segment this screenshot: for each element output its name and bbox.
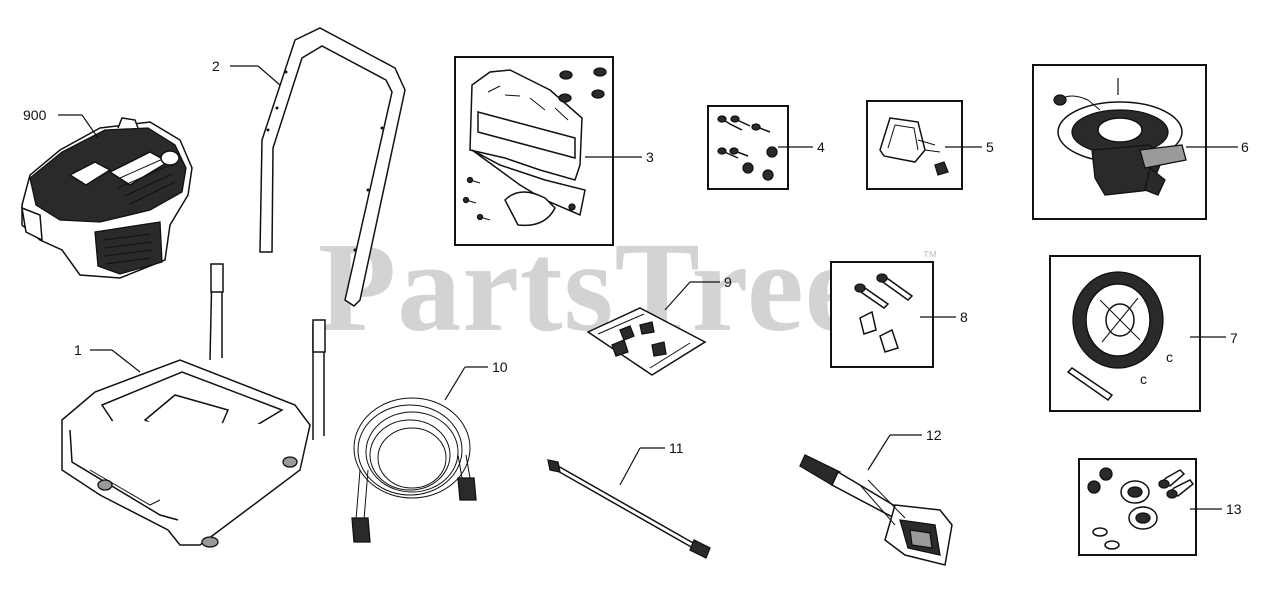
callout-5: 5 xyxy=(986,139,994,155)
callout-9: 9 xyxy=(724,274,732,290)
part-11-wand[interactable]: 11 xyxy=(547,440,711,559)
callout-4: 4 xyxy=(817,139,825,155)
callout-11: 11 xyxy=(669,440,684,456)
callout-3: 3 xyxy=(646,149,654,165)
callout-1: 1 xyxy=(74,342,82,358)
e-clip-glyph-2: c xyxy=(1166,349,1173,365)
callout-12: 12 xyxy=(926,427,942,443)
callout-10: 10 xyxy=(492,359,508,375)
part-13-bearing-kit[interactable]: 13 xyxy=(1078,458,1242,556)
part-6-pump[interactable]: 6 xyxy=(1032,64,1249,220)
part-12-spray-gun[interactable]: 12 xyxy=(799,427,953,566)
part-8-hardware-kit[interactable]: 8 xyxy=(830,261,968,368)
part-1-frame[interactable]: 1 xyxy=(60,263,326,548)
callout-13: 13 xyxy=(1226,501,1242,517)
part-7-wheel-kit[interactable]: c c 7 xyxy=(1049,255,1238,412)
e-clip-glyph: c xyxy=(1140,371,1147,387)
part-5-bracket[interactable]: 5 xyxy=(866,100,994,190)
part-3-panel-kit[interactable]: 3 xyxy=(454,56,654,246)
part-10-hose[interactable]: 10 xyxy=(351,359,508,543)
callout-6: 6 xyxy=(1241,139,1249,155)
part-4-hardware[interactable]: 4 xyxy=(707,105,825,190)
part-900-engine[interactable]: 900 xyxy=(21,107,193,279)
callout-900: 900 xyxy=(23,107,47,123)
part-2-handle[interactable]: 2 xyxy=(212,27,406,307)
part-9-hardware-bag[interactable]: 9 xyxy=(586,274,732,376)
callout-7: 7 xyxy=(1230,330,1238,346)
callout-2: 2 xyxy=(212,58,220,74)
callout-8: 8 xyxy=(960,309,968,325)
